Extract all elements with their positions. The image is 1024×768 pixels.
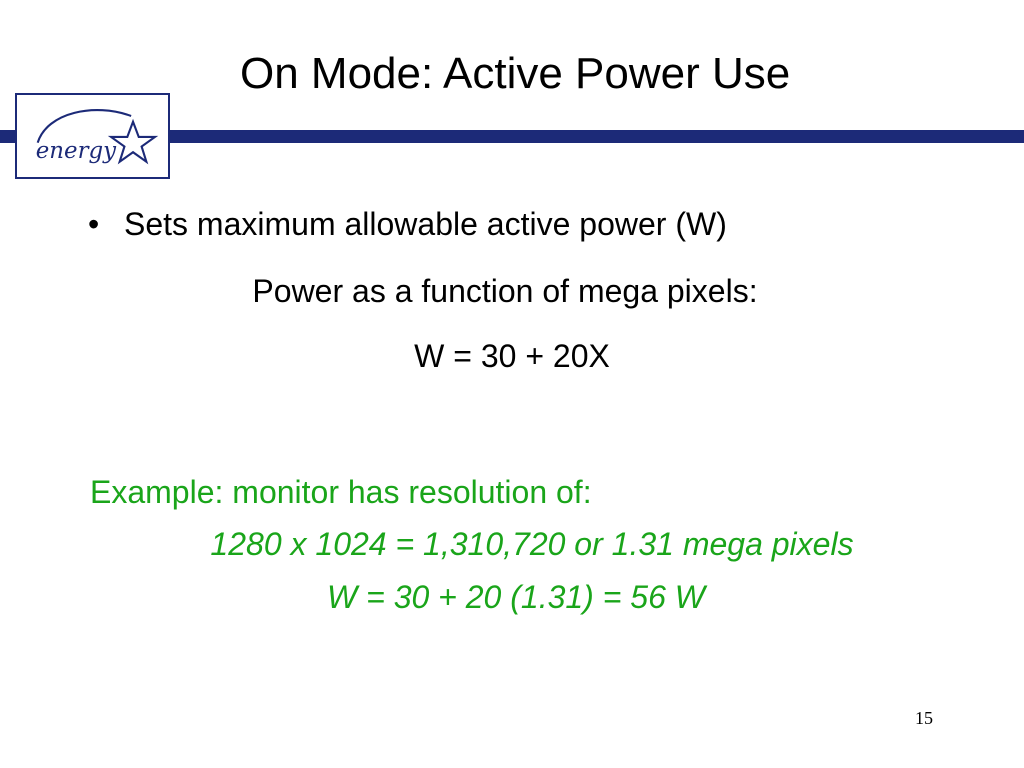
example-heading: Example: monitor has resolution of: xyxy=(90,474,592,510)
function-line: Power as a function of mega pixels: xyxy=(252,273,758,309)
logo-wordmark: energy xyxy=(36,138,117,164)
bullet-marker: • xyxy=(88,206,100,242)
logo-swoosh xyxy=(36,109,132,144)
page-number: 15 xyxy=(915,708,933,728)
slide-title: On Mode: Active Power Use xyxy=(240,49,791,98)
example-calculation: 1280 x 1024 = 1,310,720 or 1.31 mega pix… xyxy=(210,526,854,562)
header-rule xyxy=(0,130,1024,143)
formula-line: W = 30 + 20X xyxy=(414,338,610,374)
energy-star-icon: energy xyxy=(36,109,159,165)
example-result: W = 30 + 20 (1.31) = 56 W xyxy=(327,579,705,615)
energy-star-logo: energy xyxy=(15,93,170,179)
star-icon xyxy=(107,118,159,165)
bullet-item: • Sets maximum allowable active power (W) xyxy=(88,202,727,246)
bullet-text: Sets maximum allowable active power (W) xyxy=(124,206,727,242)
